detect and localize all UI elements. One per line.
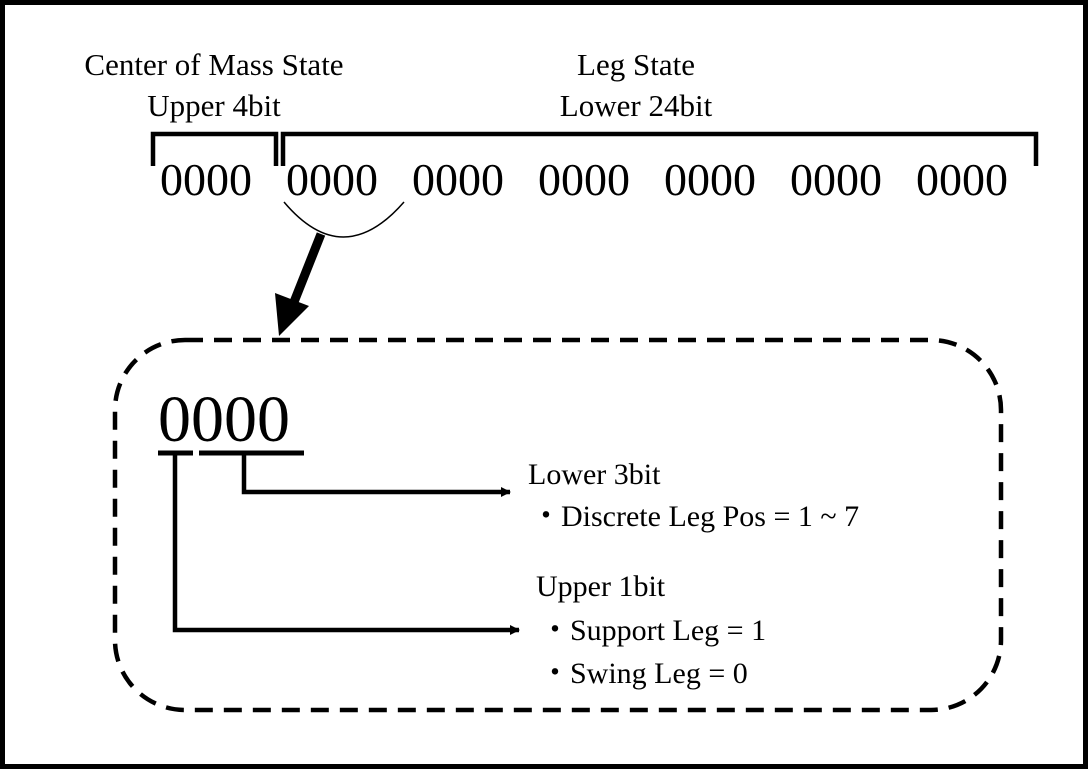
com-bits-label: Upper 4bit [147, 88, 281, 123]
upper-bit-connector [172, 453, 520, 635]
com-bracket [150, 131, 279, 166]
leg-title: Leg State [577, 47, 695, 82]
upper-bit-heading: Upper 1bit [536, 570, 666, 603]
leg-bits-label: Lower 24bit [560, 88, 713, 123]
lower-bits-connector [241, 453, 511, 497]
leg-bracket [280, 131, 1039, 166]
leg-bit-group-2: 0000 [412, 154, 504, 205]
detail-box [112, 337, 1004, 713]
zoom-arrow-head [275, 293, 309, 336]
leg-bit-group-1: 0000 [286, 154, 378, 205]
lower-bits-item-1: ・Discrete Leg Pos = 1 ~ 7 [531, 500, 859, 533]
lower-bits-heading: Lower 3bit [528, 458, 661, 491]
leg-bit-group-6: 0000 [916, 154, 1008, 205]
highlight-arc [283, 201, 405, 238]
com-bit-group: 0000 [160, 154, 252, 205]
zoom-arrow-shaft [289, 232, 326, 304]
upper-bit-item-1: ・Support Leg = 1 [540, 614, 766, 647]
leg-bit-group-4: 0000 [664, 154, 756, 205]
leg-bit-group-5: 0000 [790, 154, 882, 205]
com-title: Center of Mass State [84, 47, 343, 82]
upper-bit-item-2: ・Swing Leg = 0 [540, 657, 748, 690]
detail-bits: 0000 [158, 383, 290, 456]
leg-bit-group-3: 0000 [538, 154, 630, 205]
